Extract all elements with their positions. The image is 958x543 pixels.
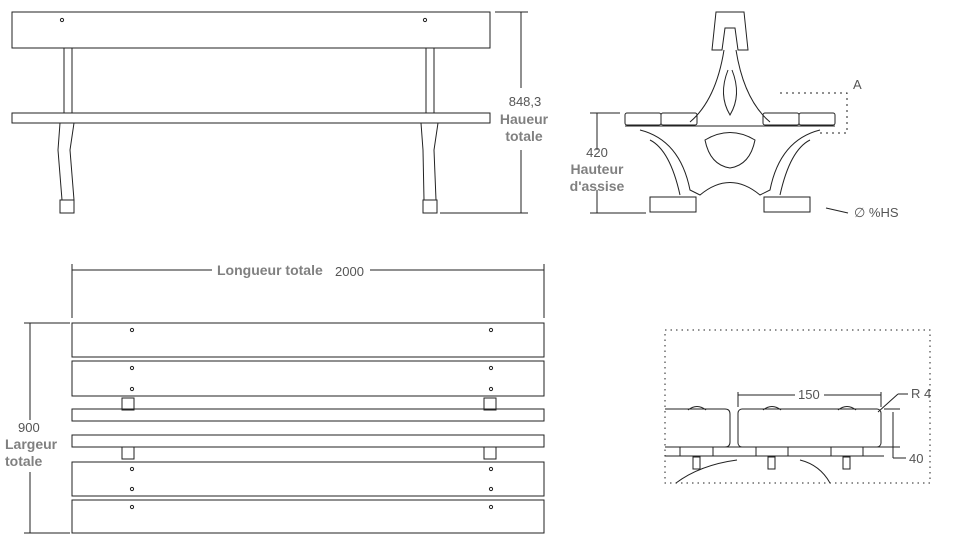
detail-marker-label: A (853, 77, 862, 92)
right-leg (420, 122, 439, 201)
right-foot (422, 199, 438, 214)
detail-a-view (664, 329, 931, 484)
seat-height-label-line1: Hauteur (570, 161, 624, 177)
height-value: 848,3 (508, 94, 542, 109)
right-post (425, 47, 435, 114)
top-slat (71, 434, 545, 448)
radius-value: R 4 (911, 386, 932, 401)
anchor-leader (825, 207, 849, 214)
detail-a-marker-box (780, 92, 848, 134)
slat-width-value: 150 (798, 387, 820, 402)
top-slat (71, 408, 545, 422)
right-base (763, 196, 811, 213)
top-view (24, 264, 545, 534)
backrest-slat (11, 11, 491, 49)
length-value: 2000 (335, 264, 364, 279)
top-slat (71, 360, 545, 397)
seat-slat (11, 112, 491, 124)
left-post (63, 47, 73, 114)
seat-height-label-line2: d'assise (569, 178, 625, 194)
left-base (649, 196, 697, 213)
slat-thickness-value: 40 (909, 451, 924, 466)
height-label-line2: totale (505, 128, 543, 144)
side-view (590, 11, 849, 214)
width-value: 900 (18, 420, 40, 435)
height-label-line1: Haueur (499, 111, 549, 127)
anchor-note: ∅ %HS (854, 205, 899, 220)
detail-slat (737, 408, 882, 448)
front-view (11, 11, 528, 214)
width-label-line1: Largeur (5, 436, 58, 452)
seat-height-value: 420 (586, 145, 608, 160)
length-label: Longueur totale (217, 262, 323, 278)
left-foot (59, 199, 75, 214)
top-slat (71, 499, 545, 534)
width-label-line2: totale (5, 453, 43, 469)
detail-frame (664, 329, 931, 484)
left-leg (57, 122, 75, 201)
top-slat (71, 322, 545, 358)
top-slat (71, 461, 545, 497)
